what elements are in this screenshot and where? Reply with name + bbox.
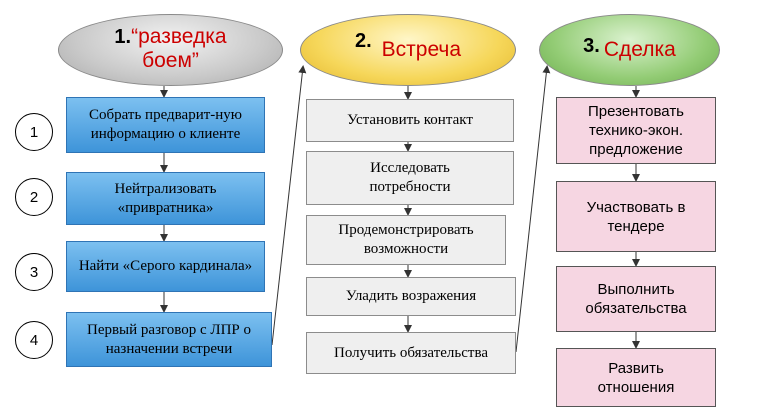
c3-step-4: Развить отношения bbox=[556, 348, 716, 407]
c3-step-1: Презентовать технико-экон. предложение bbox=[556, 97, 716, 164]
c3-step-2: Участвовать в тендере bbox=[556, 181, 716, 252]
stage-1-number: 1. bbox=[114, 26, 132, 48]
step-number-circle: 2 bbox=[15, 178, 53, 216]
stage-1-label: 1.“разведка боем” bbox=[114, 26, 226, 74]
arrow-c2-to-c3 bbox=[515, 65, 551, 353]
stage-3-title: Сделка bbox=[603, 38, 676, 61]
stage-2-number: 2. bbox=[354, 29, 372, 52]
stage-1-oval: 1.“разведка боем” bbox=[58, 14, 283, 86]
c2-step-3: Продемонстрировать возможности bbox=[306, 215, 506, 265]
step-number-circle: 3 bbox=[15, 253, 53, 291]
step-number-circle: 1 bbox=[15, 113, 53, 151]
c1-step-1: Собрать предварит-ную информацию о клиен… bbox=[66, 97, 265, 153]
c3-step-3: Выполнить обязательства bbox=[556, 266, 716, 332]
c2-step-4: Уладить возражения bbox=[306, 277, 516, 316]
c2-step-5: Получить обязательства bbox=[306, 332, 516, 374]
arrow-c1-to-c2 bbox=[271, 65, 307, 346]
c1-step-2: Нейтрализовать «привратника» bbox=[66, 172, 265, 225]
stage-2-title: Встреча bbox=[381, 38, 462, 61]
stage-2-oval: 2. Встреча bbox=[300, 14, 516, 86]
stage-1-title-line1: “разведка bbox=[131, 25, 227, 48]
c1-step-3: Найти «Серого кардинала» bbox=[66, 241, 265, 292]
c2-step-2: Исследовать потребности bbox=[306, 151, 514, 205]
step-number-circle: 4 bbox=[15, 321, 53, 359]
c2-step-1: Установить контакт bbox=[306, 99, 514, 142]
stage-1-title-line2: боем” bbox=[142, 49, 199, 72]
c1-step-4: Первый разговор с ЛПР о назначении встре… bbox=[66, 312, 272, 367]
stage-3-oval: 3. Сделка bbox=[539, 14, 720, 86]
stage-3-number: 3. bbox=[583, 34, 600, 57]
